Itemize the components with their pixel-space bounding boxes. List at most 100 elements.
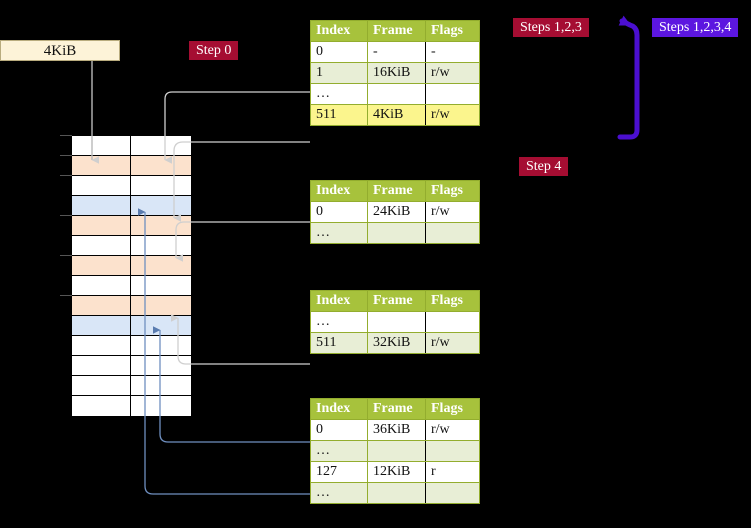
table-cell [367,311,426,333]
source-frame-box: 4KiB [0,40,120,61]
badge-step-0-label: Step 0 [196,43,232,58]
table-cell: - [367,41,426,63]
table-row: … [310,311,480,333]
table-cell: 0 [310,41,368,63]
table-cell: … [310,83,368,105]
memory-frame-row [72,136,191,156]
column-header-index: Index [310,20,368,42]
table-cell: … [310,482,368,504]
arrow-steps-1-2-3-4 [617,15,640,140]
table-row: 0-- [310,41,480,63]
badge-step-4-label: Step 4 [526,159,562,174]
memory-row-tick [60,175,72,176]
table-cell: … [310,440,368,462]
table-cell: r/w [425,62,480,84]
table-cell: 16KiB [367,62,426,84]
table-cell: … [310,222,368,244]
memory-frame-row [72,156,191,176]
memory-frame-row [72,196,191,216]
table-cell [425,440,480,462]
table-cell: 36KiB [367,419,426,441]
badge-step-4: Step 4 [519,157,569,176]
table-row: … [310,222,480,244]
memory-frame-row [72,236,191,256]
table-cell: 24KiB [367,201,426,223]
memory-column-divider [130,135,131,416]
column-header-flags: Flags [425,180,480,202]
column-header-index: Index [310,398,368,420]
column-header-flags: Flags [425,20,480,42]
table-row: … [310,440,480,462]
column-header-frame: Frame [367,180,426,202]
table-cell: 511 [310,332,368,354]
memory-frame-row [72,376,191,396]
table-cell [367,83,426,105]
wire-pt2-row0-to-memory [175,221,310,262]
table-cell: 511 [310,104,368,126]
wire-pt1-row511-to-memory [173,141,310,222]
badge-steps-1-2-3-label: Steps 1,2,3 [520,20,582,35]
table-cell [425,311,480,333]
column-header-frame: Frame [367,20,426,42]
badge-step-0: Step 0 [189,41,239,60]
table-cell [425,482,480,504]
column-header-flags: Flags [425,398,480,420]
memory-frame-row [72,276,191,296]
table-cell: 12KiB [367,461,426,483]
table-cell: - [425,41,480,63]
table-row: … [310,83,480,105]
column-header-frame: Frame [367,398,426,420]
memory-frame-row [72,176,191,196]
table-cell [425,222,480,244]
table-cell: 32KiB [367,332,426,354]
memory-row-tick [60,155,72,156]
table-cell: r [425,461,480,483]
table-cell: 0 [310,419,368,441]
memory-row-tick [60,255,72,256]
memory-frame-row [72,316,191,336]
memory-row-tick [60,215,72,216]
column-header-flags: Flags [425,290,480,312]
table-cell [367,482,426,504]
table-row: … [310,482,480,504]
memory-frame-row [72,296,191,316]
source-frame-label: 4KiB [43,43,77,59]
memory-row-tick [60,295,72,296]
column-header-frame: Frame [367,290,426,312]
memory-frame-row [72,336,191,356]
column-header-index: Index [310,180,368,202]
badge-steps-1-2-3: Steps 1,2,3 [513,18,589,37]
table-cell: r/w [425,104,480,126]
table-cell: 0 [310,201,368,223]
table-cell: r/w [425,419,480,441]
table-cell: r/w [425,201,480,223]
memory-frame-row [72,216,191,236]
memory-frame-row [72,396,191,416]
table-cell [425,83,480,105]
table-cell: … [310,311,368,333]
table-cell: 127 [310,461,368,483]
badge-steps-1-2-3-4-label: Steps 1,2,3,4 [659,20,732,35]
table-cell: r/w [425,332,480,354]
table-cell [367,222,426,244]
wire-pt3-row511-to-memory [171,314,310,365]
table-cell: 4KiB [367,104,426,126]
memory-frame-row [72,356,191,376]
badge-steps-1-2-3-4: Steps 1,2,3,4 [652,18,739,37]
memory-frame-row [72,256,191,276]
table-cell: 1 [310,62,368,84]
